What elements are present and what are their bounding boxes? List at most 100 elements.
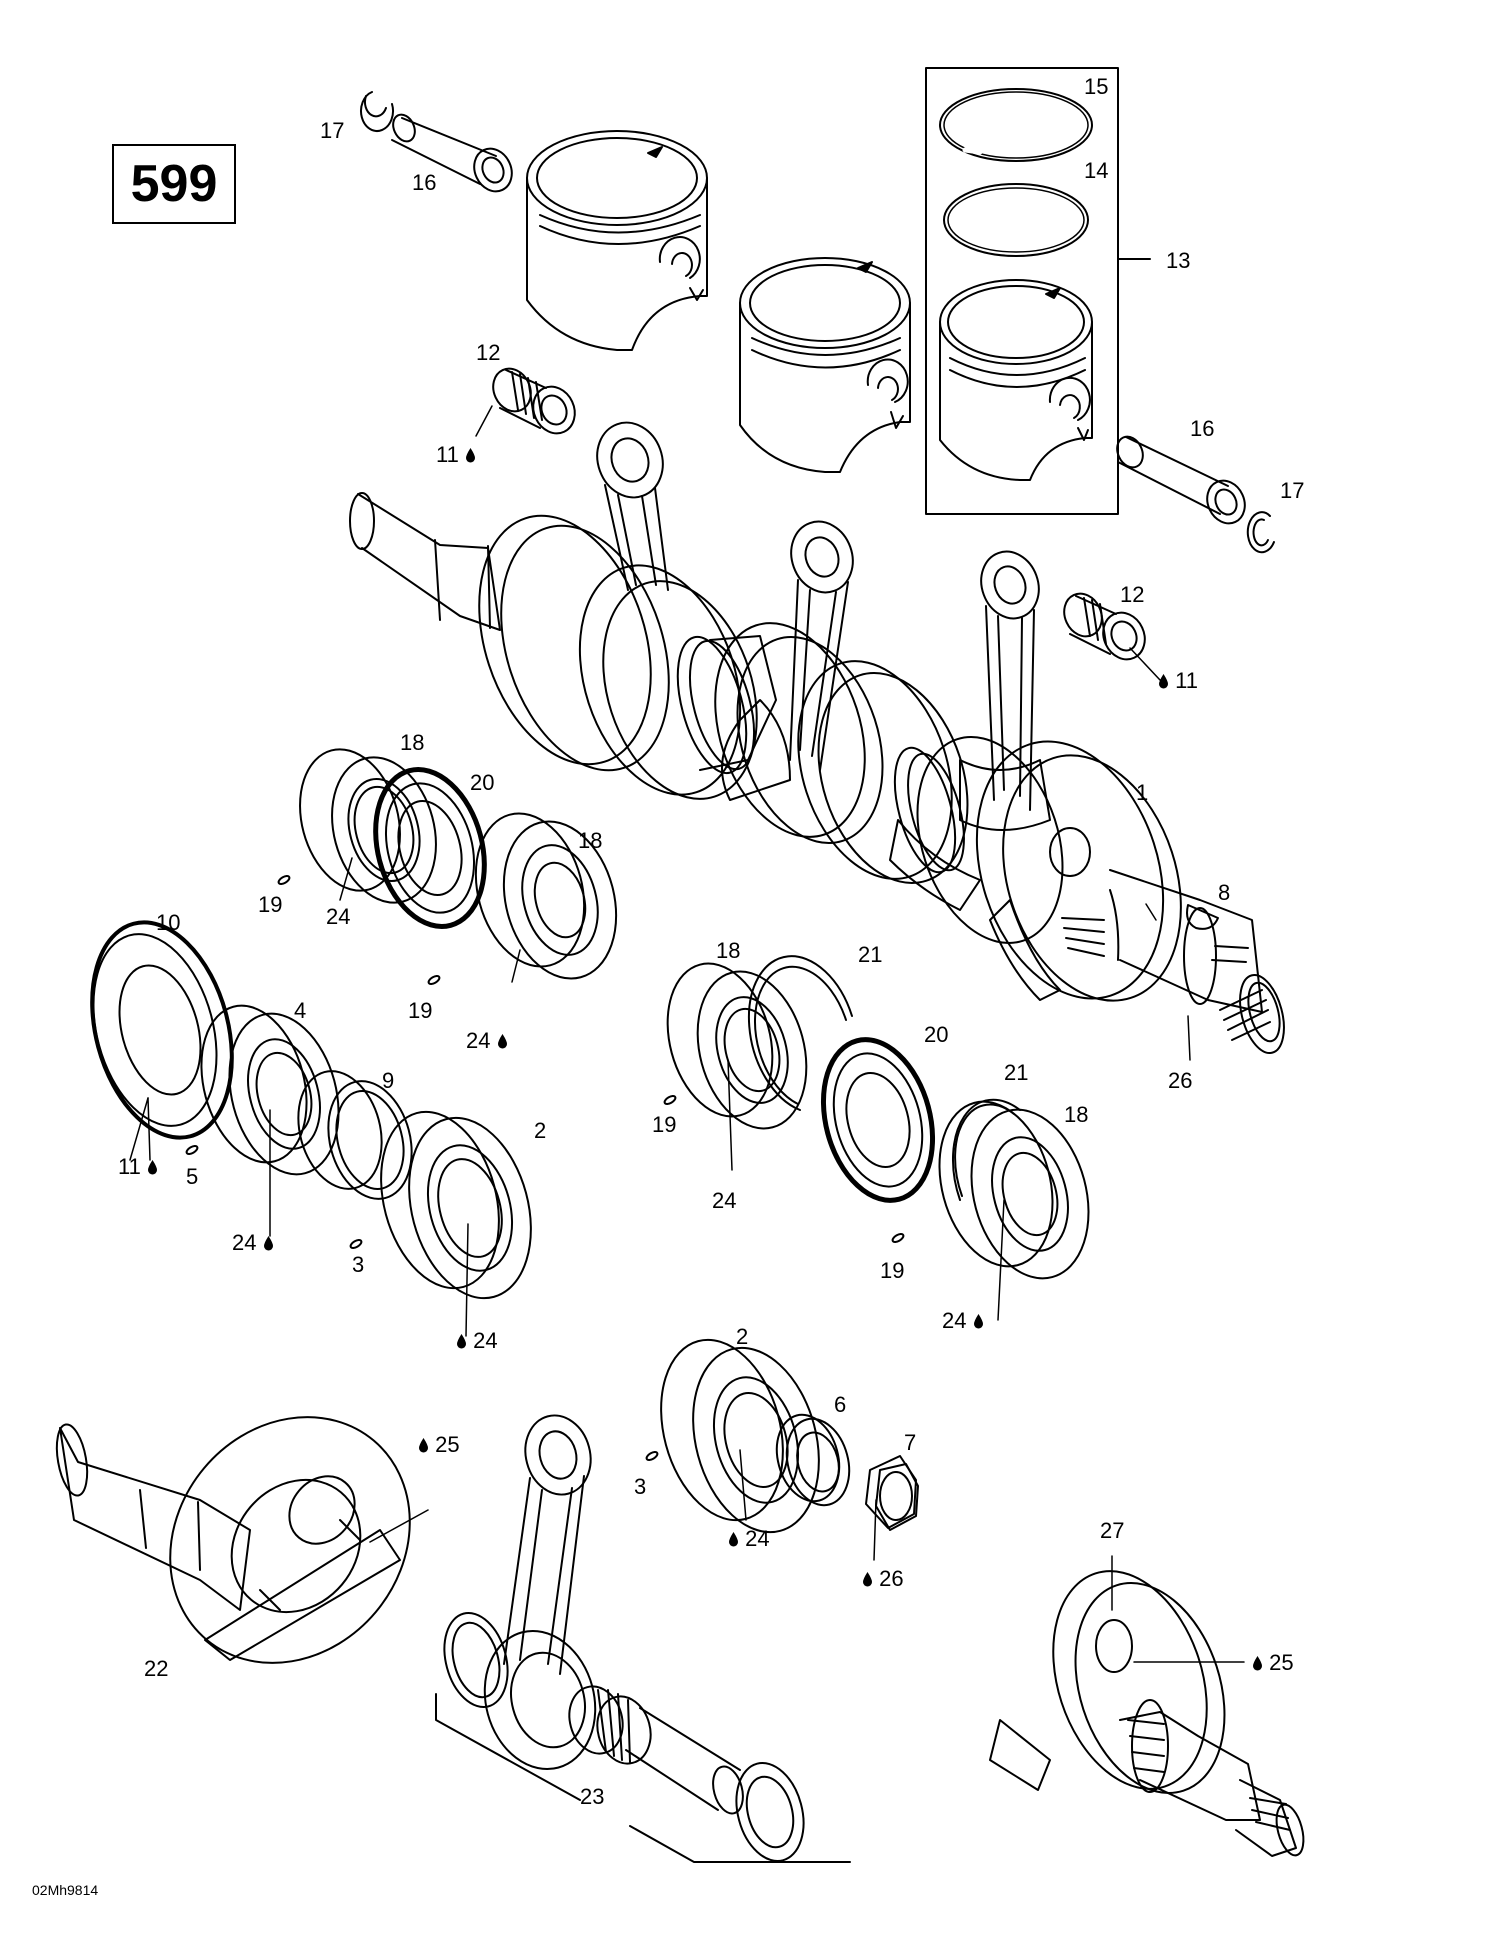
piston-left	[526, 130, 708, 351]
callout-15: 15	[1084, 74, 1109, 99]
callout-17: 17	[1280, 478, 1305, 503]
needle-bearing-12-right	[1063, 592, 1146, 661]
callout-8: 8	[1218, 880, 1231, 905]
callout-11-label: 11	[436, 442, 459, 467]
piston-kit-13-box	[925, 67, 1151, 515]
callout-19: 19	[652, 1112, 677, 1137]
nut-7	[865, 1455, 919, 1531]
spacer-ring-9	[297, 1070, 413, 1200]
callout-18: 18	[716, 938, 741, 963]
oil-drop-icon	[1253, 1656, 1262, 1671]
callout-3: 3	[634, 1474, 647, 1499]
oil-drop-icon	[1159, 674, 1168, 689]
dowel-pin-19-a	[277, 875, 291, 885]
piston-ring-15	[939, 88, 1093, 162]
callout-21: 21	[1004, 1060, 1029, 1085]
connecting-rod-center	[721, 520, 854, 801]
callout-24-label: 24	[473, 1328, 498, 1353]
callout-16: 16	[1190, 416, 1215, 441]
washer-6	[775, 1413, 851, 1507]
bearing-18-right	[938, 1100, 1090, 1280]
callout-21: 21	[858, 942, 883, 967]
piston-ring-14	[943, 183, 1089, 257]
callout-22: 22	[144, 1656, 169, 1681]
callout-7: 7	[904, 1430, 917, 1455]
callout-3: 3	[352, 1252, 365, 1277]
callout-24: 24	[326, 904, 351, 929]
circlip-17-right	[1246, 511, 1275, 554]
callout-26: 26	[1168, 1068, 1193, 1093]
callout-18: 18	[1064, 1102, 1089, 1127]
callout-5: 5	[186, 1164, 199, 1189]
retaining-ring-21-a	[747, 955, 853, 1111]
callout-10: 10	[156, 910, 181, 935]
page-number-box: 599	[112, 144, 236, 224]
crankshaft-half-27	[989, 1570, 1305, 1857]
dowel-pin-3-a	[349, 1239, 363, 1249]
callout-27: 27	[1100, 1518, 1125, 1543]
callout-17: 17	[320, 118, 345, 143]
dowel-pin-19-c	[663, 1095, 677, 1105]
dowel-pin-19-d	[891, 1233, 905, 1243]
callout-24-label: 24	[466, 1028, 491, 1053]
callout-24-label: 24	[942, 1308, 967, 1333]
callout-2: 2	[534, 1118, 547, 1143]
callout-24: 24	[712, 1188, 737, 1213]
callout-12: 12	[476, 340, 501, 365]
connecting-rod-left	[596, 421, 669, 591]
callout-26-label: 26	[879, 1566, 904, 1591]
oil-drop-icon	[497, 1034, 507, 1049]
callout-9: 9	[382, 1068, 395, 1093]
oil-drop-icon	[147, 1160, 157, 1175]
circlip-17-left	[360, 91, 395, 132]
callout-11: 11	[436, 444, 476, 466]
piston-boxed	[939, 279, 1093, 481]
callout-24-label: 24	[232, 1230, 257, 1255]
callout-1: 1	[1136, 780, 1149, 805]
bearing-18-upper-mid	[474, 812, 618, 980]
callout-25: 25	[1252, 1652, 1294, 1674]
bearing-18-upper-left	[299, 748, 437, 904]
callout-4: 4	[294, 998, 307, 1023]
callout-6: 6	[834, 1392, 847, 1417]
leader-lines	[129, 405, 1245, 1663]
dowel-pin-3-b	[645, 1451, 659, 1461]
retaining-ring-21-b	[951, 1098, 1021, 1201]
callout-20: 20	[924, 1022, 949, 1047]
oil-drop-icon	[457, 1334, 466, 1349]
callout-24: 24	[456, 1330, 498, 1352]
callout-20: 20	[470, 770, 495, 795]
callout-24: 24	[232, 1232, 274, 1254]
callout-26: 26	[862, 1568, 904, 1590]
piston-pin-16-left	[391, 113, 513, 193]
piston-pin-16-right	[1116, 435, 1246, 525]
callout-24: 24	[942, 1310, 984, 1332]
woodruff-key-8	[1186, 904, 1219, 930]
connecting-rod-kit-23	[435, 1414, 851, 1863]
callout-23: 23	[580, 1784, 605, 1809]
callout-13: 13	[1166, 248, 1191, 273]
callout-11-label: 11	[118, 1154, 141, 1179]
oil-drop-icon	[465, 448, 475, 463]
callout-25-label: 25	[1269, 1650, 1294, 1675]
callout-25-label: 25	[435, 1432, 460, 1457]
callout-24: 24	[466, 1030, 508, 1052]
connecting-rod-right	[959, 550, 1051, 831]
callout-25: 25	[418, 1434, 460, 1456]
drawing-code: 02Mh9814	[32, 1882, 99, 1898]
callout-19: 19	[880, 1258, 905, 1283]
callout-12: 12	[1120, 582, 1145, 607]
oil-drop-icon	[863, 1572, 872, 1587]
callout-2: 2	[736, 1324, 749, 1349]
piston-center	[739, 257, 911, 473]
oil-drop-icon	[419, 1438, 428, 1453]
callout-11: 11	[118, 1156, 158, 1178]
callout-11: 11	[1158, 670, 1198, 692]
callout-18: 18	[578, 828, 603, 853]
callout-18: 18	[400, 730, 425, 755]
seal-10	[90, 920, 234, 1140]
callout-11-label: 11	[1175, 668, 1198, 693]
callout-16: 16	[412, 170, 437, 195]
callout-24: 24	[728, 1528, 770, 1550]
